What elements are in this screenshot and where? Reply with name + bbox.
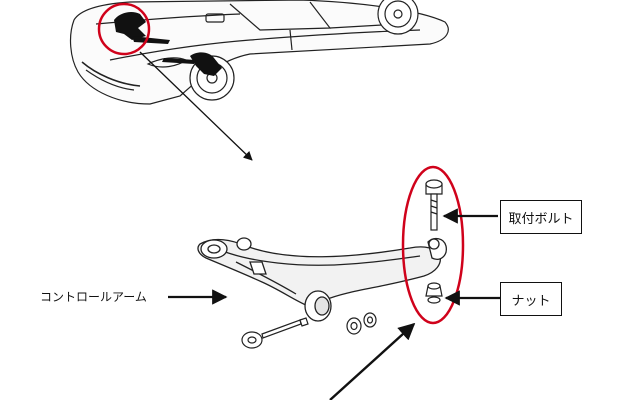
control-arm-label: コントロールアーム [40,288,147,305]
suspension-silhouettes [114,12,222,76]
callout-arrow-car [139,51,253,161]
mounting-bolt [425,179,443,231]
nut-label: ナット [500,282,562,316]
car-highlight-circle [97,2,151,56]
bolt-label-text: 取付ボルト [508,211,574,227]
nut-label-text: ナット [511,293,551,309]
bolt-label: 取付ボルト [500,200,582,234]
bolt-nut-highlight-ellipse [401,165,465,325]
callout-arrow-bottom [329,322,416,400]
control-arm-illustration [197,237,447,322]
car-illustration [69,0,449,105]
control-arm-label-text: コントロールアーム [40,290,147,304]
bush-bolt-assembly [241,312,377,349]
nut-part [425,282,443,304]
